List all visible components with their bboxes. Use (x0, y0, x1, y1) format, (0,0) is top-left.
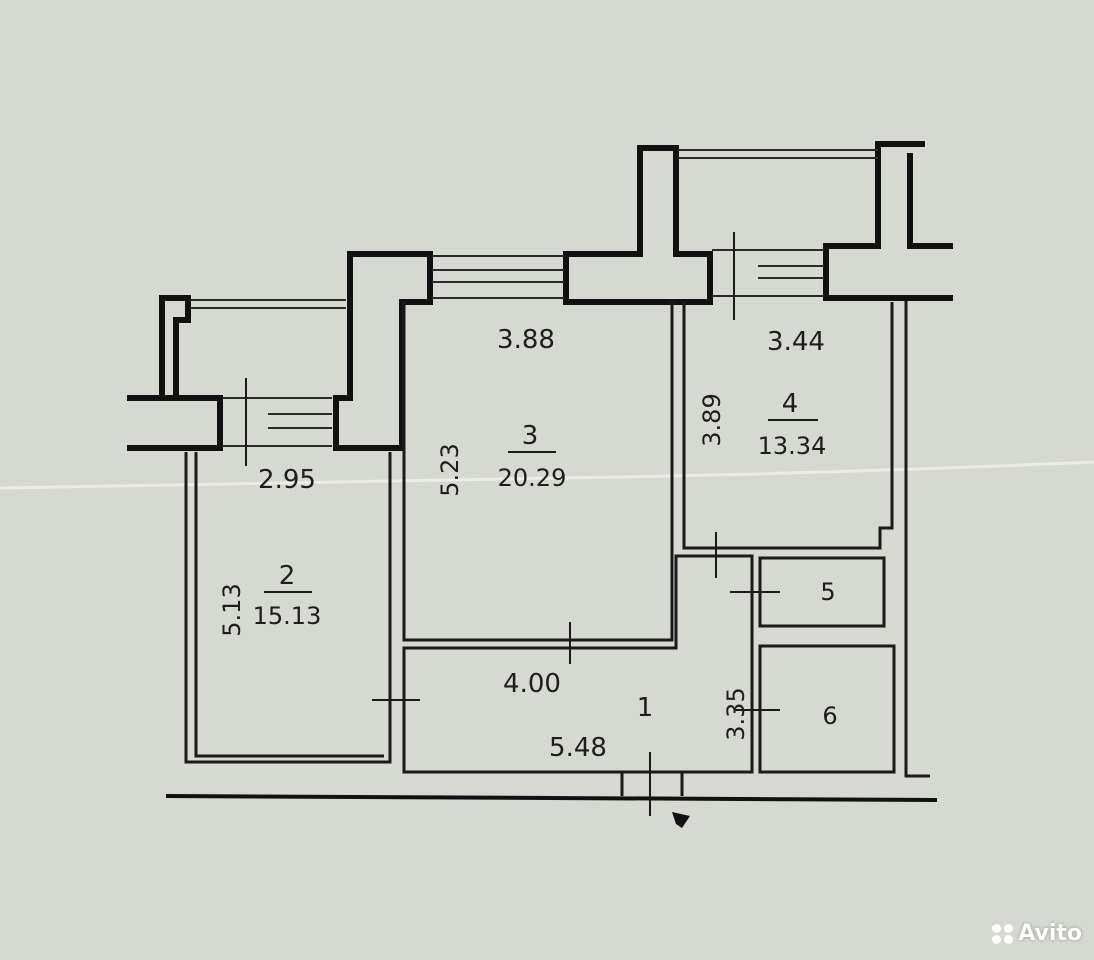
avito-watermark: Avito (992, 921, 1082, 946)
room-2-height: 5.13 (218, 583, 246, 636)
room-4-area: 13.34 (758, 432, 827, 460)
room-4-height: 3.89 (698, 393, 726, 446)
windows (190, 149, 878, 447)
interior-walls (184, 300, 930, 778)
room-1-width: 4.00 (503, 669, 561, 699)
door-marks (245, 232, 780, 816)
room-6-number: 6 (822, 702, 837, 730)
avito-brand-label: Avito (1018, 921, 1082, 946)
room-1-area: 5.48 (549, 733, 607, 763)
room-3-width: 3.88 (497, 325, 555, 355)
room-2-width: 2.95 (258, 465, 316, 495)
room-3-height: 5.23 (436, 443, 464, 496)
room-1-height: 3.35 (722, 687, 750, 740)
avito-dots-icon (992, 923, 1014, 944)
room-3-number: 3 (522, 421, 539, 451)
room-1-number: 1 (637, 693, 654, 723)
room-4-width: 3.44 (767, 327, 825, 357)
entrance-arrow-icon (672, 812, 690, 828)
room-4-number: 4 (782, 389, 799, 419)
room-3-area: 20.29 (498, 464, 567, 492)
room-2-number: 2 (279, 561, 296, 591)
room-5-number: 5 (820, 578, 835, 606)
room-2-area: 15.13 (253, 602, 322, 630)
paper-fold-line (0, 460, 1094, 490)
outer-walls (127, 141, 953, 803)
